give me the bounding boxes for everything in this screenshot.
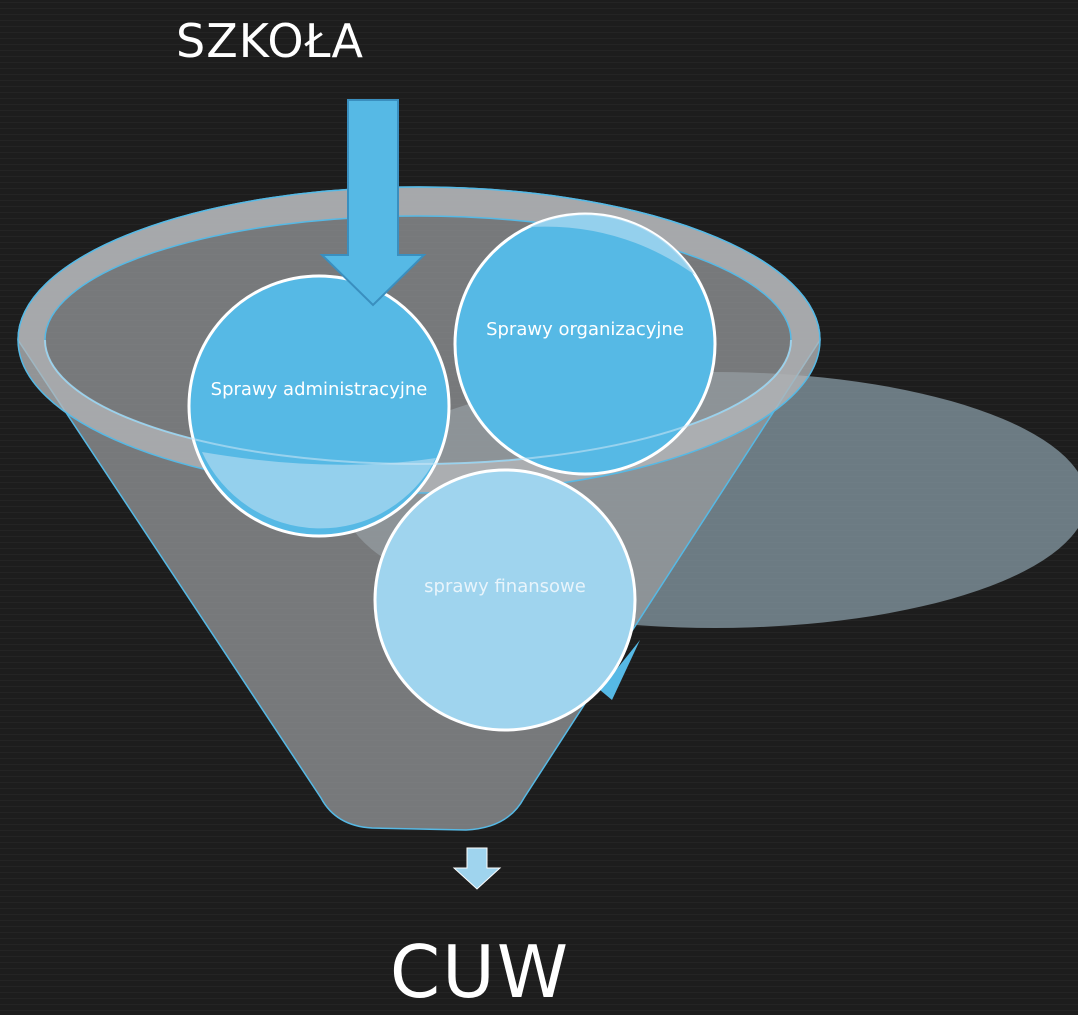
circle-label-org: Sprawy organizacyjne <box>486 319 684 340</box>
funnel-inner-accent <box>600 640 640 700</box>
funnel-rim-front <box>44 339 792 465</box>
circle-fin <box>373 468 637 732</box>
circle-admin-lower <box>202 452 436 529</box>
target-title: CUW <box>389 930 571 1014</box>
circle-org-upper <box>530 214 695 275</box>
circle-label-fin: sprawy finansowe <box>424 576 586 597</box>
input-arrow <box>319 99 427 307</box>
circle-label-admin: Sprawy administracyjne <box>210 379 428 400</box>
output-arrow <box>452 847 502 890</box>
source-title: SZKOŁA <box>176 14 364 68</box>
circle-org <box>453 212 717 476</box>
